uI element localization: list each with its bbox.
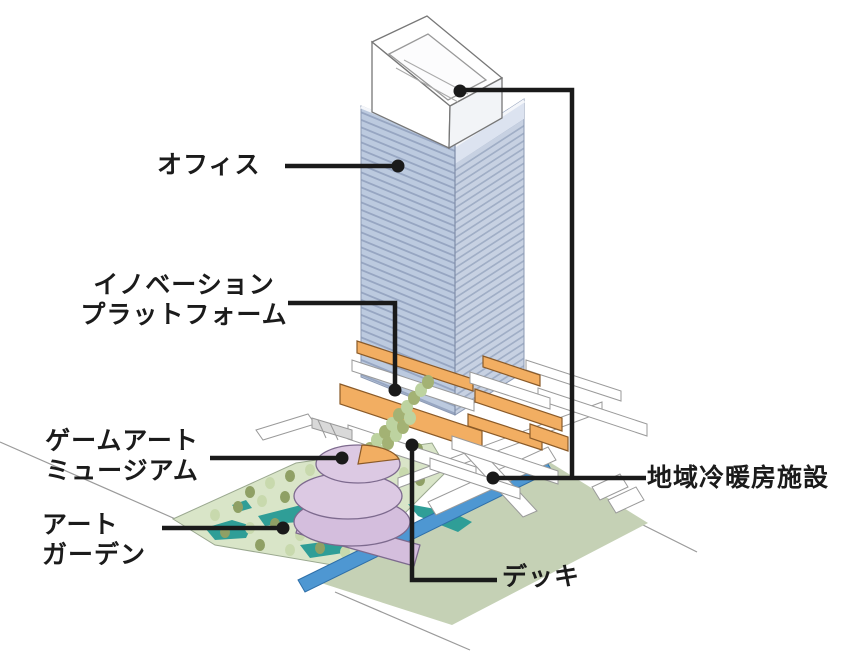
leader-dot — [391, 159, 405, 173]
leader-dot — [335, 451, 349, 465]
leader-line — [288, 300, 398, 389]
leader-lines — [162, 84, 646, 583]
platform-slab — [529, 423, 569, 452]
label-deck: デッキ — [502, 562, 581, 591]
label-line: ミュージアム — [45, 456, 199, 485]
leader-dot — [405, 438, 419, 452]
label-office: オフィス — [157, 150, 261, 179]
hatch-line — [317, 419, 327, 439]
tree — [285, 544, 295, 556]
deck-slab — [255, 413, 316, 441]
tree — [280, 491, 290, 503]
platform-slab — [356, 340, 474, 392]
street-lines — [0, 441, 698, 651]
label-art-garden: アート ガーデン — [42, 510, 146, 570]
game-art-museum-leader — [210, 451, 349, 465]
label-line: イノベーション — [93, 270, 275, 299]
tower-parapet-band — [455, 99, 524, 164]
leader-dot — [453, 84, 467, 98]
tree — [265, 477, 275, 489]
label-line: プラットフォーム — [80, 300, 288, 329]
tree — [404, 411, 416, 425]
tree — [315, 542, 325, 554]
deck-slab — [351, 359, 475, 412]
deck-slab — [451, 435, 559, 485]
tree — [255, 539, 265, 551]
label-line: ゲームアート — [45, 426, 199, 455]
label-innovation-platform: イノベーション プラットフォーム — [72, 270, 296, 330]
crown-right-face — [448, 76, 503, 150]
tree — [393, 408, 405, 422]
tree — [386, 417, 398, 431]
tree — [305, 464, 315, 476]
crown-roof-line — [395, 67, 459, 103]
label-game-art-museum: ゲームアート ミュージアム — [36, 426, 208, 486]
hatch-line — [329, 422, 339, 441]
platform-slab — [474, 388, 563, 432]
tree — [257, 495, 267, 507]
tree — [340, 546, 350, 558]
label-line: ガーデン — [42, 540, 147, 569]
tree — [233, 501, 243, 513]
tree — [210, 509, 220, 521]
deck-leader — [405, 438, 497, 583]
crown-roof-recess — [387, 33, 488, 101]
leader-line — [459, 87, 575, 478]
label-district-heating-cooling: 地域冷暖房施設 — [647, 463, 830, 492]
tree — [285, 470, 295, 482]
tree — [371, 433, 383, 447]
platform-slab — [482, 355, 541, 387]
label-line: アート — [42, 510, 119, 539]
plaza-ground — [318, 458, 648, 625]
hatched-block — [311, 417, 353, 441]
district-heating-cooling-leader — [453, 84, 646, 485]
platform-slab — [467, 413, 543, 451]
leader-dot — [388, 383, 402, 397]
tree — [422, 375, 434, 389]
tower-crown — [370, 15, 504, 150]
leader-line — [409, 446, 497, 583]
ground-structures — [255, 413, 353, 441]
tree — [401, 400, 413, 414]
innovation-platform-leader — [288, 300, 402, 397]
deck-steps — [607, 486, 645, 514]
tree — [397, 420, 409, 434]
deck-slab — [469, 371, 551, 410]
office-leader — [285, 159, 405, 173]
tree — [382, 436, 394, 450]
leader-dot — [276, 521, 290, 535]
art-garden-leader — [162, 521, 290, 535]
office-tower — [360, 15, 525, 416]
museum-roof-wedge — [357, 444, 400, 465]
leader-dot — [486, 471, 500, 485]
tree — [245, 486, 255, 498]
